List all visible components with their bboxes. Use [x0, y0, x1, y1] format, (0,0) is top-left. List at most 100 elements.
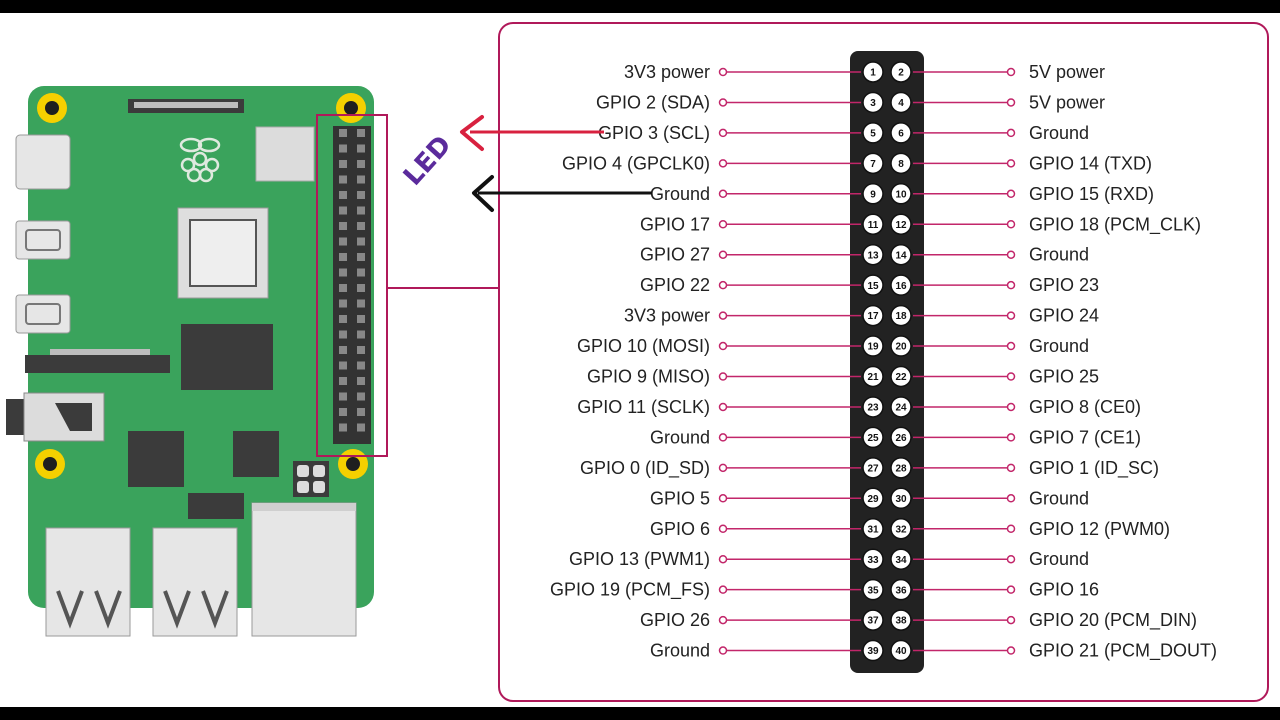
header-pin — [357, 129, 365, 137]
pin-circle — [862, 274, 884, 296]
header-pin — [357, 191, 365, 199]
pin-label-right: GPIO 21 (PCM_DOUT) — [1029, 641, 1217, 662]
pin-circle — [862, 152, 884, 175]
pin-label-left: Ground — [650, 641, 710, 661]
raspberry-logo-icon — [179, 137, 221, 183]
pin-circle — [862, 335, 884, 357]
pin-number: 12 — [895, 220, 907, 231]
pin-terminal — [1006, 433, 1016, 442]
header-pin — [339, 175, 347, 184]
pin-number: 8 — [898, 159, 904, 170]
pin-number: 37 — [867, 616, 879, 627]
pin-number: 19 — [867, 342, 879, 353]
pin-number: 10 — [895, 189, 907, 200]
header-pin — [339, 268, 347, 277]
pin-terminal — [718, 646, 728, 655]
ground-arrow — [472, 175, 652, 212]
pin-circle — [862, 487, 884, 510]
pin-label-right: GPIO 14 (TXD) — [1029, 153, 1152, 173]
board-gpio-header — [333, 126, 371, 444]
pin-label-right: GPIO 12 (PWM0) — [1029, 519, 1170, 539]
pin-number: 17 — [867, 311, 879, 322]
pin-terminal — [718, 585, 728, 594]
pin-circle — [890, 548, 912, 570]
pin-terminal — [718, 67, 728, 77]
pin-label-left: GPIO 19 (PCM_FS) — [550, 580, 710, 601]
pin-circle — [862, 243, 884, 266]
pin-label-left: GPIO 0 (ID_SD) — [580, 458, 710, 479]
pin-circle — [862, 213, 884, 235]
pin-number: 29 — [867, 494, 879, 505]
pin-label-left: GPIO 6 — [650, 519, 710, 539]
header-pin — [339, 346, 347, 354]
header-highlight-box — [316, 114, 388, 457]
pin-number: 25 — [867, 433, 879, 444]
pin-circle — [890, 274, 912, 296]
pin-circle — [862, 518, 884, 540]
wireless-module — [255, 126, 315, 182]
pin-number: 13 — [867, 250, 879, 261]
header-pin — [339, 144, 347, 153]
pin-circle — [862, 639, 884, 662]
usb-port — [45, 527, 131, 637]
pin-label-left: GPIO 13 (PWM1) — [569, 549, 710, 569]
pin-terminal — [718, 189, 728, 199]
pin-terminal — [718, 311, 728, 320]
usb-c-port — [15, 134, 71, 190]
raspberry-pi-board — [6, 86, 374, 637]
pin-terminal — [1006, 98, 1016, 107]
ram-chip — [181, 324, 273, 390]
pin-label-left: GPIO 26 — [640, 610, 710, 630]
pin-label-right: GPIO 23 — [1029, 275, 1099, 295]
pin-circle — [862, 183, 884, 205]
pin-circle — [890, 578, 912, 601]
pin-terminal — [1006, 220, 1016, 229]
header-pin — [357, 330, 365, 339]
pin-number: 11 — [868, 220, 879, 231]
pin-label-right: 5V power — [1029, 62, 1105, 82]
pin-label-right: GPIO 20 (PCM_DIN) — [1029, 610, 1197, 631]
pin-number: 6 — [898, 129, 904, 140]
pin-circle — [862, 578, 884, 601]
pin-circle — [862, 426, 884, 449]
pin-label-left: GPIO 5 — [650, 488, 710, 508]
pmic-chip — [188, 493, 244, 519]
header-pin — [357, 237, 365, 246]
audio-jack — [6, 399, 24, 435]
header-pin — [357, 377, 365, 385]
pin-label-right: GPIO 1 (ID_SC) — [1029, 458, 1159, 479]
pin-label-right: GPIO 8 (CE0) — [1029, 397, 1141, 417]
header-pin — [357, 206, 365, 215]
header-pin — [339, 315, 347, 323]
header-pin — [339, 423, 347, 432]
ethernet-controller-chip — [233, 431, 279, 477]
header-pin — [357, 408, 365, 416]
led-annotation: LED — [398, 130, 458, 192]
header-pin — [357, 299, 365, 308]
micro-hdmi-port — [15, 294, 71, 334]
pin-label-left: Ground — [650, 184, 710, 204]
pin-circle — [890, 61, 912, 83]
pin-number: 28 — [895, 463, 907, 474]
pin-number: 4 — [898, 98, 904, 109]
pin-circle — [862, 122, 884, 144]
poe-header — [293, 461, 329, 497]
pin-label-right: Ground — [1029, 549, 1089, 569]
pin-terminal — [718, 554, 728, 564]
pin-label-right: 5V power — [1029, 92, 1105, 112]
pin-number: 38 — [895, 616, 907, 627]
pin-terminal — [1006, 463, 1016, 473]
pin-label-right: GPIO 7 (CE1) — [1029, 427, 1141, 447]
header-pin — [357, 268, 365, 277]
pin-number: 15 — [867, 281, 879, 292]
pin-number: 7 — [870, 159, 876, 170]
pin-number: 36 — [895, 585, 907, 596]
header-pin — [339, 253, 347, 261]
pin-circle — [890, 609, 912, 631]
pin-circle — [890, 365, 912, 388]
pin-circle — [862, 304, 884, 327]
pin-terminal — [1006, 250, 1016, 259]
pin-label-right: Ground — [1029, 336, 1089, 356]
header-pin — [357, 315, 365, 323]
